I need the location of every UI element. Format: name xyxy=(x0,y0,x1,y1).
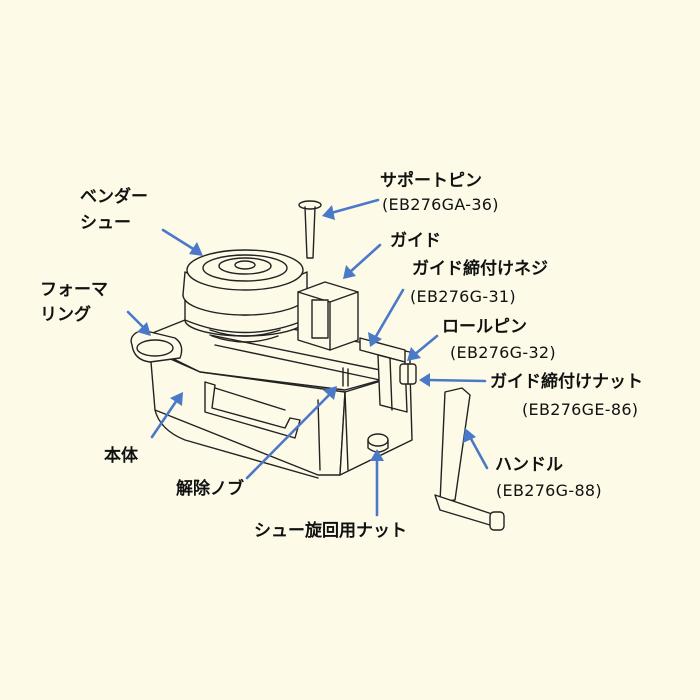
support-pin-label: サポートピン xyxy=(380,171,482,191)
annotation-arrows xyxy=(126,198,489,517)
shoe-nut-label: シュー旋回用ナット xyxy=(254,521,407,541)
guide-screw-code: (EB276G-31) xyxy=(410,287,516,306)
body-label: 本体 xyxy=(104,446,138,466)
bender-shoe-drawing xyxy=(182,249,308,343)
former-ring-label-line1: フォーマ xyxy=(40,280,108,300)
bender-shoe-label-line1: ベンダー xyxy=(80,187,148,207)
guide-screw-label: ガイド締付けネジ xyxy=(412,259,548,279)
bender-shoe-label-line2: シュー xyxy=(80,213,131,233)
handle-drawing xyxy=(434,387,505,531)
guide-nut-code: (EB276GE-86) xyxy=(522,400,639,419)
roll-pin-label: ロールピン xyxy=(442,317,527,337)
former-ring-label-line2: リング xyxy=(40,305,91,325)
roll-pin-code: (EB276G-32) xyxy=(450,343,556,362)
handle-label: ハンドル xyxy=(495,455,563,475)
guide-drawing xyxy=(297,281,359,351)
former-ring-drawing xyxy=(130,329,183,363)
support-pin-drawing xyxy=(298,200,322,259)
guide-nut-label: ガイド締付けナット xyxy=(490,372,643,392)
release-knob-label: 解除ノブ xyxy=(176,479,244,499)
handle-code: (EB276G-88) xyxy=(496,481,602,500)
guide-label: ガイド xyxy=(390,231,441,251)
support-pin-code: (EB276GA-36) xyxy=(382,195,499,214)
